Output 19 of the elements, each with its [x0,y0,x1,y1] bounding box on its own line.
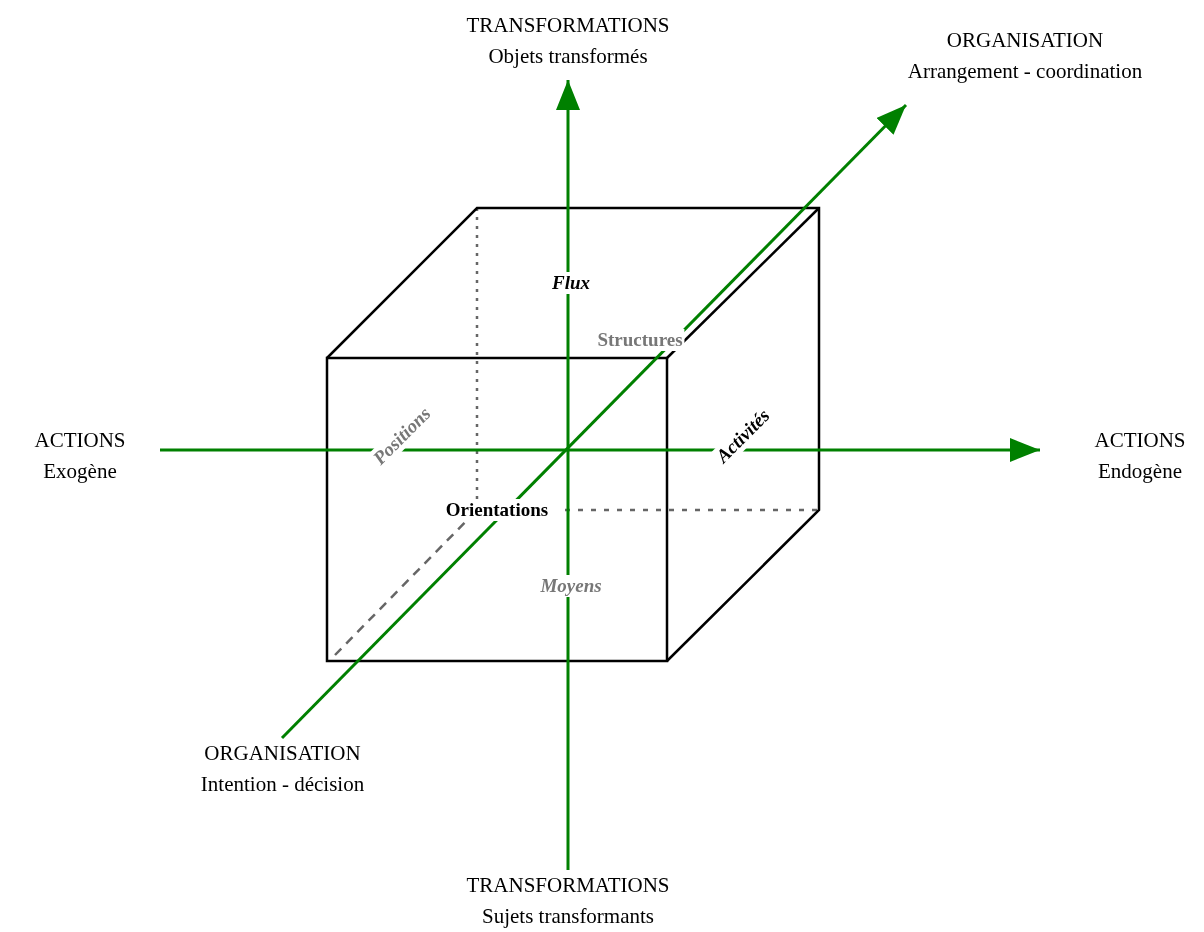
axis-arrow [280,103,908,740]
axis-title: ORGANISATION [204,740,361,767]
axis-title: TRANSFORMATIONS [466,872,670,899]
face-label: Moyens [538,575,604,597]
axis-title: ACTIONS [34,427,126,454]
axis-arrow [160,438,1040,462]
axis-title: ACTIONS [1094,427,1186,454]
face-label: Structures [595,329,685,351]
axis-subtitle: Objets transformés [488,43,648,70]
face-label: Orientations [443,499,551,521]
axis-arrow [556,80,580,870]
face-label: Flux [550,272,592,294]
axis-subtitle: Sujets transformants [481,903,655,930]
axis-subtitle: Arrangement - coordination [907,58,1143,85]
axis-title: ORGANISATION [946,27,1104,54]
axis-title: TRANSFORMATIONS [466,12,670,39]
axis-subtitle: Intention - décision [200,771,365,798]
axis-subtitle: Endogène [1098,458,1182,485]
axis-subtitle: Exogène [43,458,117,485]
